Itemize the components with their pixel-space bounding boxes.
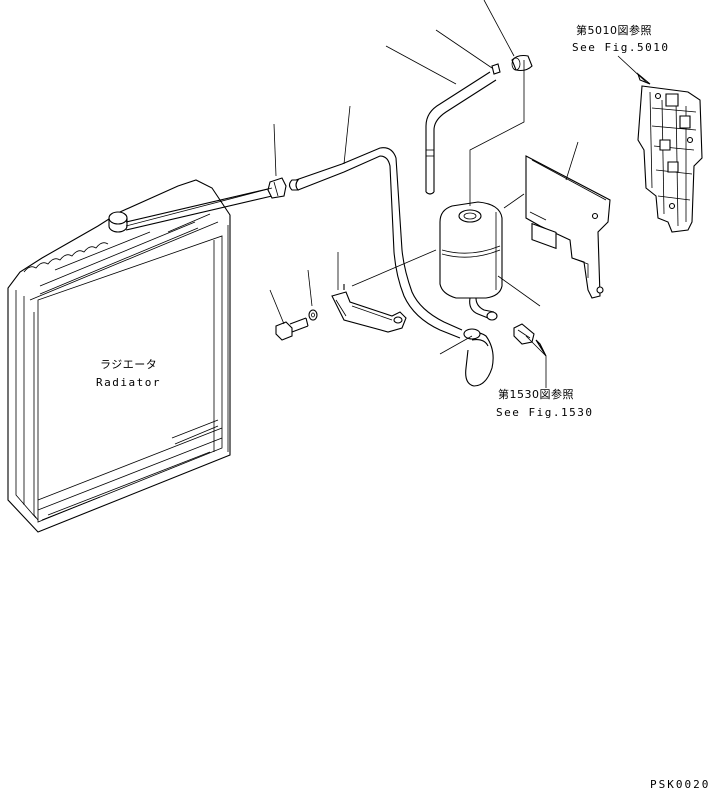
tank-cap-parts: [492, 56, 532, 75]
frame-assembly: [638, 86, 702, 232]
bolt-washer: [276, 310, 317, 340]
page-code: PSK0020: [650, 778, 711, 791]
overflow-hose: [126, 72, 496, 386]
ref-5010-jp-label: 第5010図参照: [576, 24, 652, 37]
radiator-jp-label: ラジエータ: [100, 358, 158, 371]
radiator-en-label: Radiator: [96, 376, 161, 389]
leader-lines: [126, 0, 650, 388]
ref-5010-en-label: See Fig.5010: [572, 41, 670, 54]
ref-1530-en-label: See Fig.1530: [496, 406, 594, 419]
radiator: [8, 180, 230, 532]
bracket-plate: [526, 156, 610, 298]
ref-1530-jp-label: 第1530図参照: [498, 388, 574, 401]
reserve-tank: [440, 202, 502, 320]
lower-bracket: [332, 284, 406, 332]
